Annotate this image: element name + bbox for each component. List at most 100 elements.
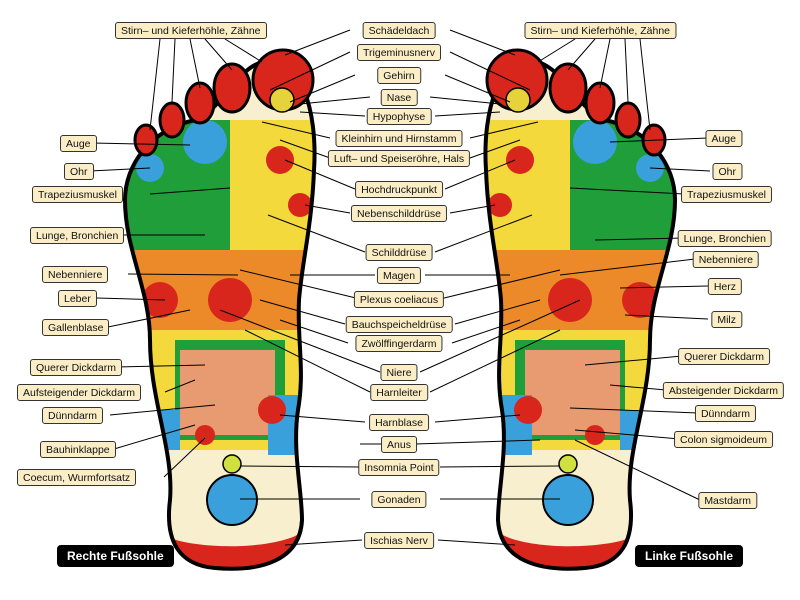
leader-line xyxy=(244,329,371,393)
right-foot-title: Rechte Fußsohle xyxy=(57,545,174,567)
label-left-lunge-bronchien: Lunge, Bronchien xyxy=(677,230,772,247)
label-right-bauhinklappe: Bauhinklappe xyxy=(40,441,116,458)
label-right-aufsteigender-dickdarm: Aufsteigender Dickdarm xyxy=(17,384,142,401)
leader-line xyxy=(569,407,699,414)
leader-line xyxy=(444,74,511,103)
leader-line xyxy=(439,465,561,468)
label-trigeminusnerv: Trigeminusnerv xyxy=(357,44,441,61)
label-left-querer-dickdarm: Querer Dickdarm xyxy=(678,348,770,365)
leader-line xyxy=(434,214,533,253)
label-nebenschilddruese: Nebenschilddrüse xyxy=(350,205,448,222)
leader-line xyxy=(267,214,366,253)
leader-line xyxy=(224,38,263,63)
leader-line xyxy=(437,539,516,546)
leader-line xyxy=(419,299,581,373)
label-gonaden: Gonaden xyxy=(371,491,427,508)
left-foot-title: Linke Fußsohle xyxy=(635,545,744,567)
leader-line xyxy=(113,424,196,450)
label-right-querer-dickdarm: Querer Dickdarm xyxy=(30,359,122,376)
leader-line xyxy=(584,355,683,366)
label-left-mastdarm: Mastdarm xyxy=(698,492,757,509)
leader-line xyxy=(609,137,709,143)
leader-line xyxy=(454,299,541,325)
label-right-auge: Auge xyxy=(60,135,97,152)
leader-line xyxy=(164,379,196,393)
leader-line xyxy=(284,159,356,190)
label-right-lunge-bronchien: Lunge, Bronchien xyxy=(30,227,125,244)
leader-line xyxy=(284,29,351,56)
label-anus: Anus xyxy=(381,436,417,453)
label-ischias-nerv: Ischias Nerv xyxy=(364,532,434,549)
leader-line xyxy=(299,96,371,105)
leader-line xyxy=(429,329,561,393)
leader-line xyxy=(624,38,629,103)
label-schilddruese: Schilddrüse xyxy=(365,244,433,261)
leader-line xyxy=(619,285,709,289)
leader-line xyxy=(434,111,501,117)
label-left-ohr: Ohr xyxy=(712,163,742,180)
label-harnblase: Harnblase xyxy=(369,414,429,431)
right-foot-sole xyxy=(123,48,317,571)
label-right-ohr: Ohr xyxy=(64,163,94,180)
leader-line xyxy=(414,439,541,445)
leader-line xyxy=(649,167,711,172)
leader-line xyxy=(567,38,596,71)
label-left-trapeziusmuskel: Trapeziusmuskel xyxy=(681,186,772,203)
leader-line xyxy=(639,38,651,131)
leader-line xyxy=(149,38,161,131)
leader-line xyxy=(149,187,231,195)
label-magen: Magen xyxy=(376,267,422,284)
leader-line xyxy=(299,111,366,117)
leader-line xyxy=(127,273,239,276)
leader-line xyxy=(469,139,521,159)
label-plexus-coeliacus: Plexus coeliacus xyxy=(353,291,445,308)
leader-line xyxy=(451,319,521,344)
label-left-milz: Milz xyxy=(711,311,742,328)
leader-line xyxy=(439,269,561,300)
leader-line xyxy=(449,204,496,214)
label-gehirn: Gehirn xyxy=(377,67,421,84)
leader-line xyxy=(239,465,361,468)
leader-line xyxy=(279,139,331,159)
label-left-duenndarm: Dünndarm xyxy=(694,405,756,422)
label-schaedeldach: Schädeldach xyxy=(362,22,436,39)
label-kleinhirn-hirnstamm: Kleinhirn und Hirnstamm xyxy=(335,130,463,147)
label-right-coecum-wurmfortsatz: Coecum, Wurmfortsatz xyxy=(17,469,137,486)
label-right-nebenniere: Nebenniere xyxy=(42,266,109,283)
label-zwoelffingerdarm: Zwölffingerdarm xyxy=(355,335,443,352)
label-right-stirn-kieferhoehle: Stirn– und Kieferhöhle, Zähne xyxy=(115,22,267,39)
leader-line xyxy=(114,364,206,368)
leader-line xyxy=(609,384,667,391)
leader-line xyxy=(189,38,201,89)
leader-lines xyxy=(89,29,711,546)
leader-line xyxy=(469,121,539,139)
label-hochdruckpunkt: Hochdruckpunkt xyxy=(355,181,443,198)
leader-line xyxy=(537,38,576,63)
label-bauchspeicheldruese: Bauchspeicheldrüse xyxy=(345,316,453,333)
leader-line xyxy=(259,299,346,325)
leader-line xyxy=(434,414,521,423)
leader-line xyxy=(569,187,685,195)
leader-line xyxy=(449,29,516,56)
leader-line xyxy=(304,204,351,214)
label-harnleiter: Harnleiter xyxy=(370,384,428,401)
leader-line xyxy=(429,96,501,105)
leader-line xyxy=(599,38,611,89)
leader-line xyxy=(284,539,363,546)
leader-line xyxy=(624,314,709,320)
leader-line xyxy=(574,439,701,501)
leader-line xyxy=(204,38,233,71)
leader-line xyxy=(559,258,696,276)
label-left-nebenniere: Nebenniere xyxy=(692,251,759,268)
label-left-colon-sigmoideum: Colon sigmoideum xyxy=(674,431,773,448)
label-left-auge: Auge xyxy=(705,130,742,147)
leader-line xyxy=(574,429,681,440)
leader-line xyxy=(444,159,516,190)
label-right-duenndarm: Dünndarm xyxy=(42,407,104,424)
leader-line xyxy=(219,309,381,373)
leader-line xyxy=(279,319,349,344)
leader-line xyxy=(289,74,356,103)
leader-line xyxy=(107,309,191,328)
label-hypophyse: Hypophyse xyxy=(366,108,432,125)
